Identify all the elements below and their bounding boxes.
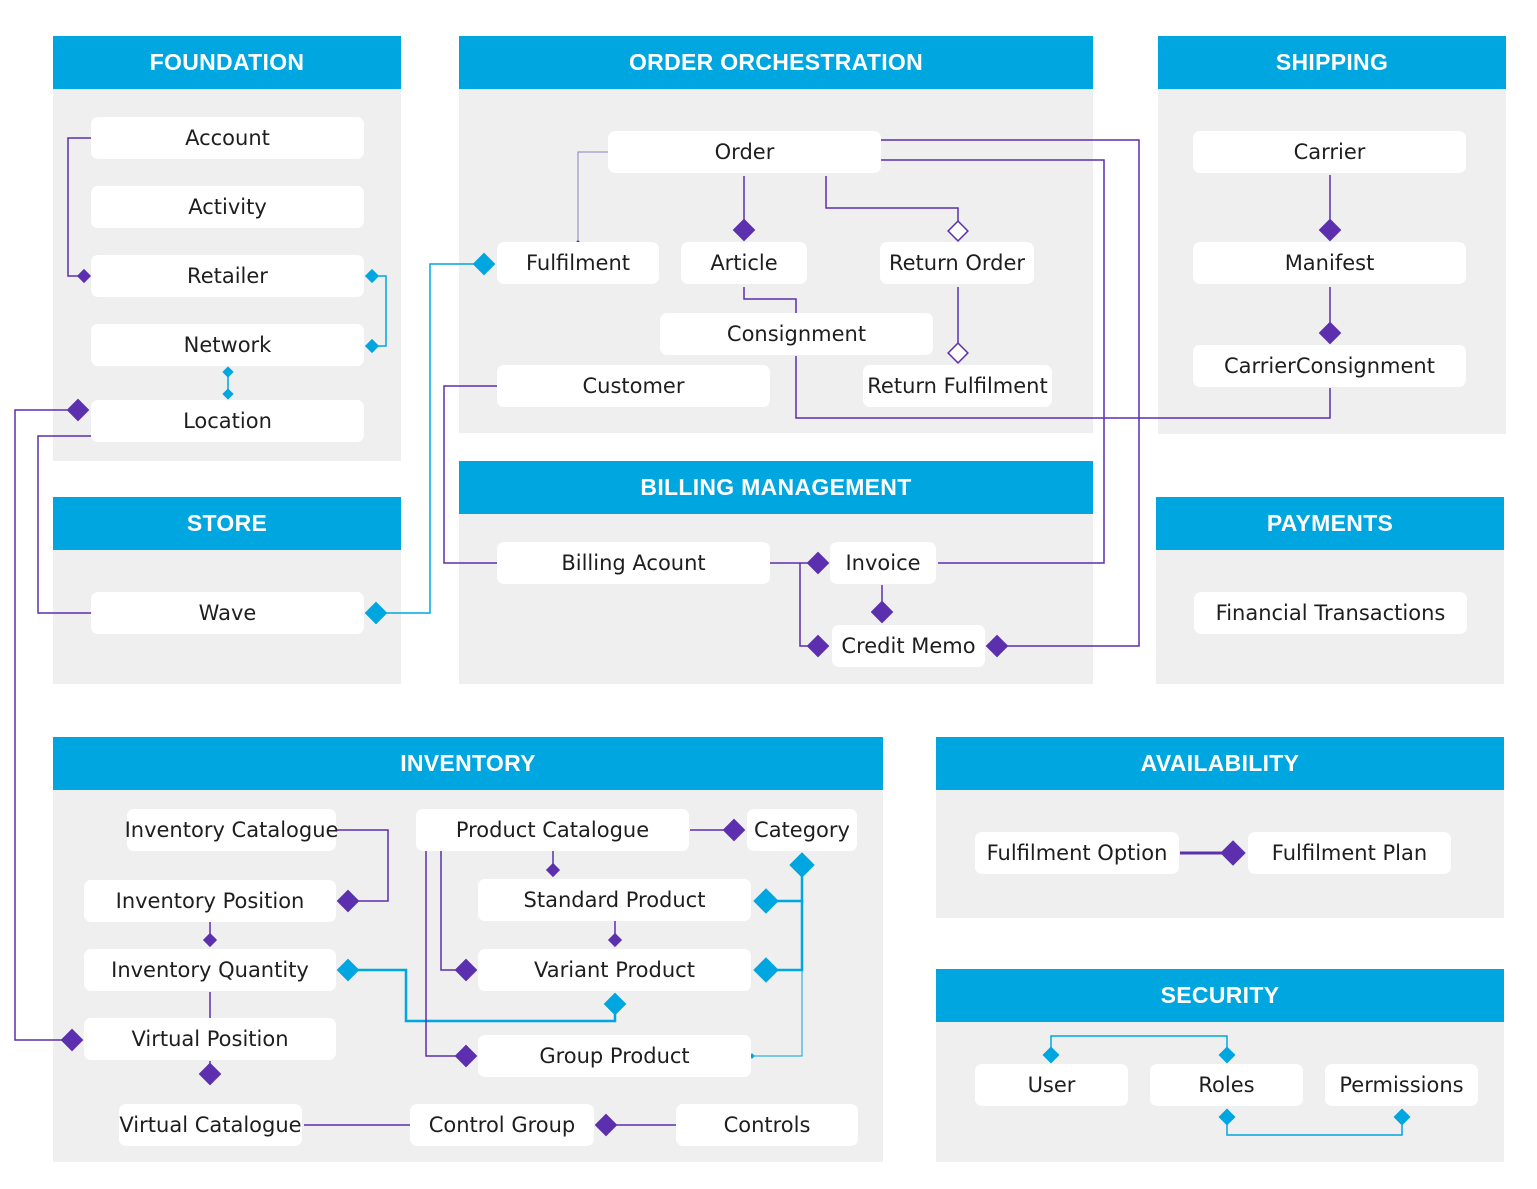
availability-header: AVAILABILITY bbox=[936, 737, 1504, 790]
permissions-node[interactable]: Permissions bbox=[1325, 1064, 1478, 1106]
carrier-consignment-node[interactable]: CarrierConsignment bbox=[1193, 345, 1466, 387]
fulfilment-option-node[interactable]: Fulfilment Option bbox=[975, 832, 1179, 874]
payments-header: PAYMENTS bbox=[1156, 497, 1504, 550]
category-node[interactable]: Category bbox=[747, 809, 857, 851]
location-node[interactable]: Location bbox=[91, 400, 364, 442]
product-catalogue-node[interactable]: Product Catalogue bbox=[416, 809, 689, 851]
billing-account-node[interactable]: Billing Acount bbox=[497, 542, 770, 584]
billing-management-panel bbox=[459, 514, 1093, 684]
network-node[interactable]: Network bbox=[91, 324, 364, 366]
roles-node[interactable]: Roles bbox=[1150, 1064, 1303, 1106]
inventory-header: INVENTORY bbox=[53, 737, 883, 790]
credit-memo-node[interactable]: Credit Memo bbox=[832, 625, 985, 667]
group-product-node[interactable]: Group Product bbox=[478, 1035, 751, 1077]
retailer-node[interactable]: Retailer bbox=[91, 255, 364, 297]
consignment-node[interactable]: Consignment bbox=[660, 313, 933, 355]
fulfilment-node[interactable]: Fulfilment bbox=[497, 242, 659, 284]
variant-product-node[interactable]: Variant Product bbox=[478, 949, 751, 991]
return-fulfilment-node[interactable]: Return Fulfilment bbox=[863, 365, 1052, 407]
control-group-node[interactable]: Control Group bbox=[410, 1104, 594, 1146]
account-node[interactable]: Account bbox=[91, 117, 364, 159]
article-node[interactable]: Article bbox=[681, 242, 807, 284]
standard-product-node[interactable]: Standard Product bbox=[478, 879, 751, 921]
return-order-node[interactable]: Return Order bbox=[880, 242, 1034, 284]
wave-node[interactable]: Wave bbox=[91, 592, 364, 634]
inventory-position-node[interactable]: Inventory Position bbox=[84, 880, 336, 922]
order-orchestration-header: ORDER ORCHESTRATION bbox=[459, 36, 1093, 89]
virtual-position-node[interactable]: Virtual Position bbox=[84, 1018, 336, 1060]
store-header: STORE bbox=[53, 497, 401, 550]
financial-transactions-node[interactable]: Financial Transactions bbox=[1194, 592, 1467, 634]
carrier-node[interactable]: Carrier bbox=[1193, 131, 1466, 173]
order-node[interactable]: Order bbox=[608, 131, 881, 173]
activity-node[interactable]: Activity bbox=[91, 186, 364, 228]
user-node[interactable]: User bbox=[975, 1064, 1128, 1106]
virtual-catalogue-node[interactable]: Virtual Catalogue bbox=[119, 1104, 302, 1146]
manifest-node[interactable]: Manifest bbox=[1193, 242, 1466, 284]
foundation-header: FOUNDATION bbox=[53, 36, 401, 89]
security-header: SECURITY bbox=[936, 969, 1504, 1022]
fulfilment-plan-node[interactable]: Fulfilment Plan bbox=[1248, 832, 1451, 874]
shipping-header: SHIPPING bbox=[1158, 36, 1506, 89]
billing-management-header: BILLING MANAGEMENT bbox=[459, 461, 1093, 514]
customer-node[interactable]: Customer bbox=[497, 365, 770, 407]
controls-node[interactable]: Controls bbox=[676, 1104, 858, 1146]
inventory-quantity-node[interactable]: Inventory Quantity bbox=[84, 949, 336, 991]
invoice-node[interactable]: Invoice bbox=[830, 542, 936, 584]
inventory-catalogue-node[interactable]: Inventory Catalogue bbox=[125, 809, 338, 851]
